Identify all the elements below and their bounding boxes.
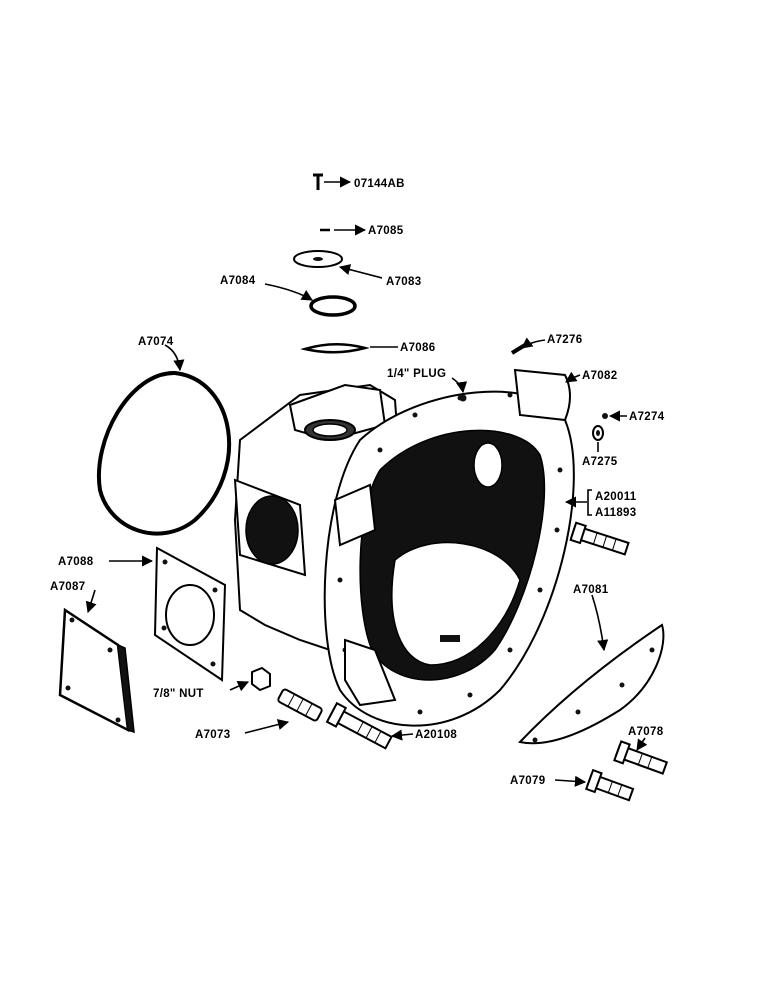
label-plug: 1/4" PLUG [387, 368, 446, 380]
label-07144ab: 07144AB [354, 178, 405, 190]
label-a20108: A20108 [415, 729, 457, 741]
nut-seven-eighths [229, 666, 271, 692]
label-a7274: A7274 [629, 411, 665, 423]
part-a7275 [592, 425, 604, 452]
label-a7088: A7088 [58, 556, 94, 568]
large-gasket-a7074 [96, 344, 232, 536]
washer-a7083 [293, 250, 383, 279]
label-a11893: A11893 [595, 507, 636, 519]
o-ring-a7084 [264, 283, 357, 317]
bolt-a7078 [613, 737, 669, 775]
label-a7085: A7085 [368, 225, 404, 237]
bolt-a7079 [554, 768, 635, 802]
label-a7074: A7074 [138, 336, 174, 348]
stud-a7073 [244, 688, 323, 734]
quarter-inch-plug [451, 377, 468, 402]
bolt-a20108 [325, 701, 414, 750]
label-a7081: A7081 [573, 584, 609, 596]
label-a7082: A7082 [582, 370, 617, 382]
cover-plate-a7087 [58, 589, 135, 734]
label-a7276: A7276 [547, 334, 582, 346]
gasket-a7086 [300, 343, 398, 354]
label-a7083: A7083 [386, 276, 421, 288]
bolt-a20011 [564, 489, 630, 556]
part-a7274 [602, 410, 627, 422]
label-a7073: A7073 [195, 729, 230, 741]
part-a7276 [510, 337, 546, 355]
label-a7079: A7079 [510, 775, 545, 787]
label-a7078: A7078 [628, 726, 664, 738]
bolt-07144ab [313, 173, 352, 190]
label-a7084: A7084 [220, 275, 256, 287]
inspection-cover-a7081 [518, 594, 665, 745]
label-nut: 7/8" NUT [153, 688, 204, 700]
label-a20011: A20011 [595, 491, 637, 503]
label-a7087: A7087 [50, 581, 85, 593]
label-a7086: A7086 [400, 342, 435, 354]
gasket-a7088 [109, 546, 227, 682]
label-a7275: A7275 [582, 456, 618, 468]
main-housing [233, 368, 575, 727]
